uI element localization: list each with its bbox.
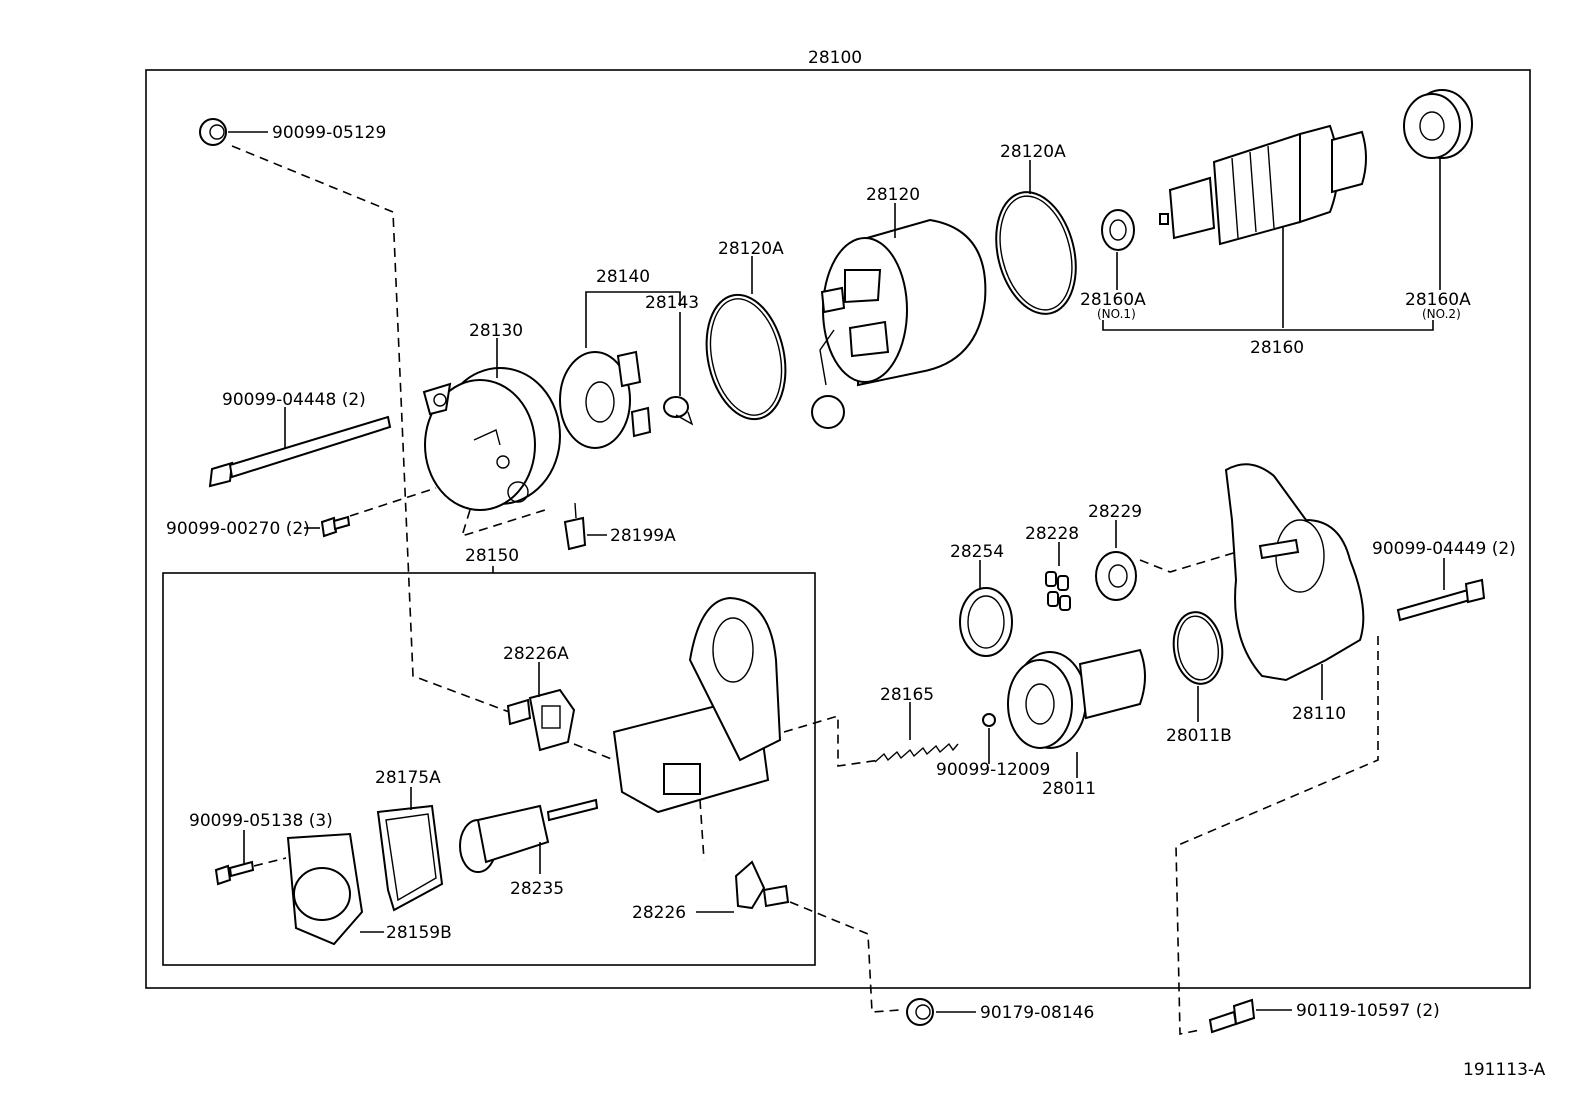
label-28120A-left: 28120A [718,239,784,259]
screw-90099-00270[interactable] [320,515,351,538]
label-28235: 28235 [510,879,564,899]
nut-90099-05129[interactable] [199,118,227,146]
subassembly-number-label: 28150 [465,546,519,566]
armature-28160[interactable] [1159,124,1367,246]
reference-code: 191113-A [1463,1060,1546,1080]
label-28140: 28140 [596,267,650,287]
nut-90179-08146[interactable] [906,998,934,1026]
label-28110: 28110 [1292,704,1346,724]
label-28143: 28143 [645,293,699,313]
label-28160: 28160 [1250,338,1304,358]
label-28160A-no1-note: (NO.1) [1097,307,1136,321]
label-90119-10597: 90119-10597 (2) [1296,1001,1440,1021]
plunger-28235[interactable] [459,798,599,873]
gasket-28175A[interactable] [376,804,444,912]
ring-28011B[interactable] [1169,609,1227,687]
label-28120A-right: 28120A [1000,142,1066,162]
terminal-28226[interactable] [734,860,790,910]
o-ring-28120A-right[interactable] [984,184,1088,323]
bolt-90119-10597[interactable] [1208,998,1256,1034]
label-90179-08146: 90179-08146 [980,1003,1094,1023]
assembly-frame [145,69,1531,989]
spring-28143[interactable] [663,396,694,426]
steel-ball-90099-12009[interactable] [982,713,996,727]
drive-housing-28110[interactable] [1224,463,1365,682]
label-28228: 28228 [1025,524,1079,544]
clutch-28011[interactable] [1007,648,1146,749]
rollers-28228[interactable] [1045,571,1071,611]
bearing-28160A-no2[interactable] [1403,89,1473,159]
bearing-28160A-no1[interactable] [1101,209,1135,251]
label-90099-04448: 90099-04448 (2) [222,390,366,410]
brush-holder-28140[interactable] [559,350,652,449]
label-28160A-no1: 28160A [1080,290,1146,310]
solenoid-housing[interactable] [612,596,782,814]
label-90099-00270: 90099-00270 (2) [166,519,310,539]
terminal-28226A[interactable] [506,688,576,752]
label-28160A-no2: 28160A [1405,290,1471,310]
label-28229: 28229 [1088,502,1142,522]
label-28160A-no2-note: (NO.2) [1422,307,1461,321]
subassembly-frame [162,572,816,966]
end-frame-28130[interactable] [422,367,561,511]
label-28130: 28130 [469,321,523,341]
part-28199A[interactable] [563,502,587,551]
label-28199A: 28199A [610,526,676,546]
yoke-28120[interactable] [811,218,987,429]
assembly-number-label: 28100 [808,48,862,68]
o-ring-28120A-left[interactable] [696,287,797,426]
label-28159B: 28159B [386,923,452,943]
spring-28165[interactable] [874,742,959,763]
through-bolt-90099-04449[interactable] [1396,578,1486,622]
label-28011B: 28011B [1166,726,1232,746]
label-90099-05129: 90099-05129 [272,123,386,143]
through-bolt-90099-04448[interactable] [208,415,392,488]
retainer-28229[interactable] [1095,551,1137,601]
label-28226: 28226 [632,903,686,923]
label-90099-04449: 90099-04449 (2) [1372,539,1516,559]
label-90099-12009: 90099-12009 [936,760,1050,780]
gear-28254[interactable] [959,587,1013,657]
label-28011: 28011 [1042,779,1096,799]
screw-90099-05138[interactable] [214,860,255,886]
label-28226A: 28226A [503,644,569,664]
label-28165: 28165 [880,685,934,705]
cover-28159B[interactable] [286,832,364,946]
label-28120: 28120 [866,185,920,205]
label-28175A: 28175A [375,768,441,788]
label-90099-05138: 90099-05138 (3) [189,811,333,831]
label-28254: 28254 [950,542,1004,562]
